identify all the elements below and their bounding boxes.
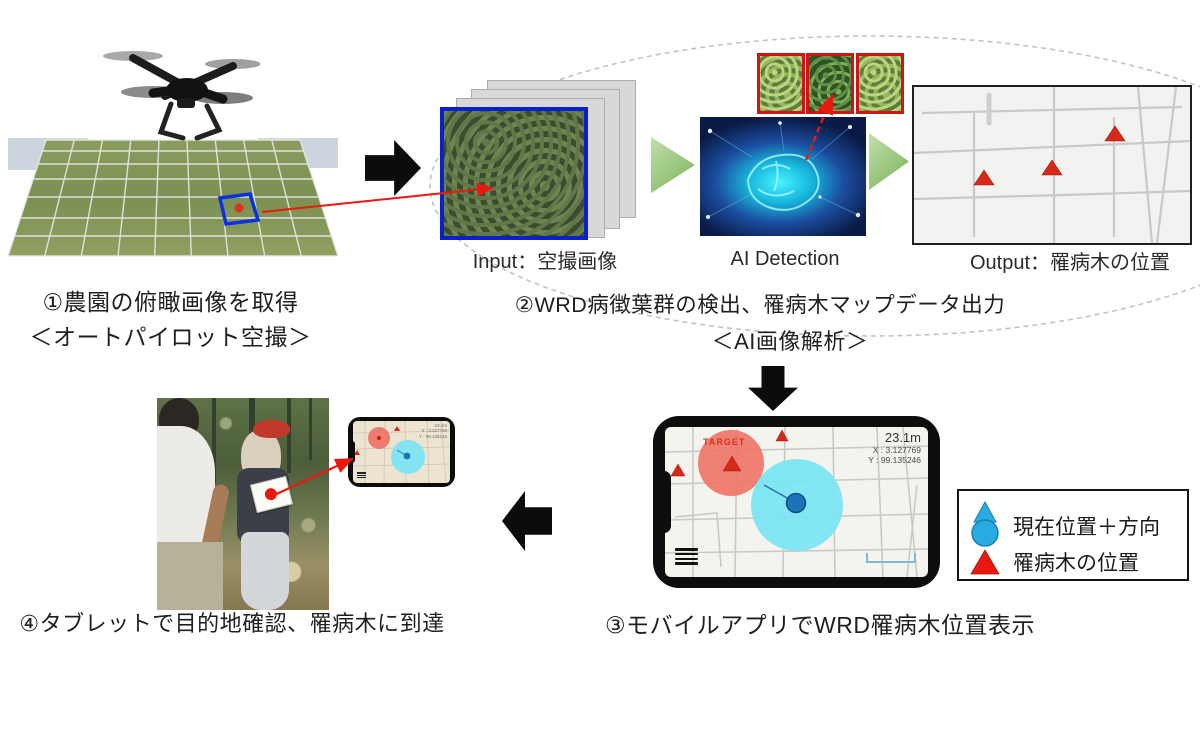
output-map [912, 85, 1192, 245]
leaf-thumbnail-1 [757, 53, 805, 114]
field-grid [8, 139, 338, 257]
ai-label: AI Detection [730, 248, 840, 270]
mini-coordinate-x: X : 3.127769 [421, 428, 447, 434]
diseased-tree-icon [970, 549, 1000, 575]
diseased-tree-spot [234, 203, 244, 213]
mini-coordinate-y: Y : 99.135246 [419, 433, 447, 439]
tablet-target-dot [263, 486, 279, 502]
leaf-thumbnail-3 [856, 53, 904, 114]
step4-photo [157, 398, 329, 610]
step4-caption: ④タブレットで目的地確認、罹病木に到達 [19, 611, 445, 636]
mini-gps-readout: 23.1m X : 3.127769 Y : 99.135246 [419, 423, 447, 439]
step2-subcaption: ＜AI画像解析＞ [711, 329, 869, 354]
target-label: TARGET [703, 437, 746, 447]
scale-bar [866, 553, 916, 563]
input-label: Input：空撮画像 [472, 251, 618, 273]
detection-frame [217, 192, 261, 226]
field-illustration [8, 138, 338, 257]
input-aerial-image [440, 107, 588, 240]
mini-phone-map [353, 421, 450, 483]
step1-caption: ①農園の俯瞰画像を取得 [42, 289, 299, 315]
foreground-person-pants [157, 542, 223, 610]
mini-menu-icon [357, 472, 366, 479]
menu-icon [675, 548, 698, 567]
surveyor-skirt [241, 532, 289, 610]
distance-readout: 23.1m [884, 430, 921, 445]
legend-label-current-location: 現在位置＋方向 [1013, 516, 1160, 539]
step2-caption: ②WRD病徴葉群の検出、罹病木マップデータ出力 [514, 293, 1006, 317]
ai-brain-image [700, 117, 866, 236]
diseased-tree-markers [973, 125, 1126, 186]
phone-diseased-tree-markers [670, 429, 789, 477]
phone-map [665, 427, 928, 577]
drone-icon [103, 51, 260, 141]
gps-readout: 23.1m X : 3.127769 Y : 99.135246 [868, 430, 921, 465]
step1-subcaption: ＜オートパイロット空撮＞ [29, 324, 312, 350]
legend-label-diseased-tree: 罹病木の位置 [1013, 552, 1139, 575]
current-location-pin-icon [971, 501, 999, 547]
output-label: Output：罹病木の位置 [969, 252, 1171, 274]
coordinate-x: X : 3.127769 [872, 444, 921, 455]
mini-distance: 23.1m [434, 423, 447, 428]
phone-notch [658, 471, 671, 533]
mini-phone-notch [350, 441, 355, 463]
leaf-thumbnail-2 [806, 53, 854, 114]
phone-mockup: TARGET 23.1m X : 3.127769 Y : 99.135246 [653, 416, 940, 588]
red-cap [253, 420, 290, 438]
mini-phone-mockup: 23.1m X : 3.127769 Y : 99.135246 [348, 417, 455, 487]
phone-screen: TARGET 23.1m X : 3.127769 Y : 99.135246 [665, 427, 928, 577]
mini-phone-screen: 23.1m X : 3.127769 Y : 99.135246 [353, 421, 450, 483]
brain-network-art [706, 121, 861, 219]
legend-box: 現在位置＋方向 罹病木の位置 [957, 489, 1189, 581]
step3-caption: ③モバイルアプリでWRD罹病木位置表示 [604, 612, 1036, 638]
coordinate-y: Y : 99.135246 [868, 454, 921, 465]
current-location-pin [785, 492, 807, 514]
